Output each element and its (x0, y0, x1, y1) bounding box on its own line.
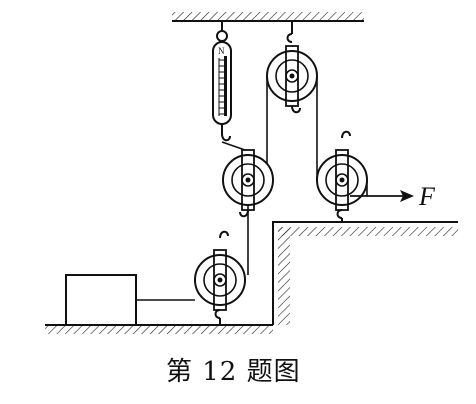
lower-ground (45, 324, 273, 334)
ceiling (172, 12, 364, 22)
movable-pulley-left (222, 149, 274, 218)
fixed-pulley-top (266, 21, 318, 114)
spring-scale: N (212, 21, 232, 142)
block (65, 274, 137, 326)
force-arrow (350, 190, 414, 202)
ropes (136, 76, 368, 301)
ground-pulley (194, 230, 246, 325)
movable-pulley-right (316, 130, 368, 222)
figure-caption: 第 12 题图 (166, 357, 301, 387)
force-label: F (418, 182, 436, 211)
scale-unit-label: N (218, 46, 225, 56)
upper-platform (272, 221, 458, 325)
